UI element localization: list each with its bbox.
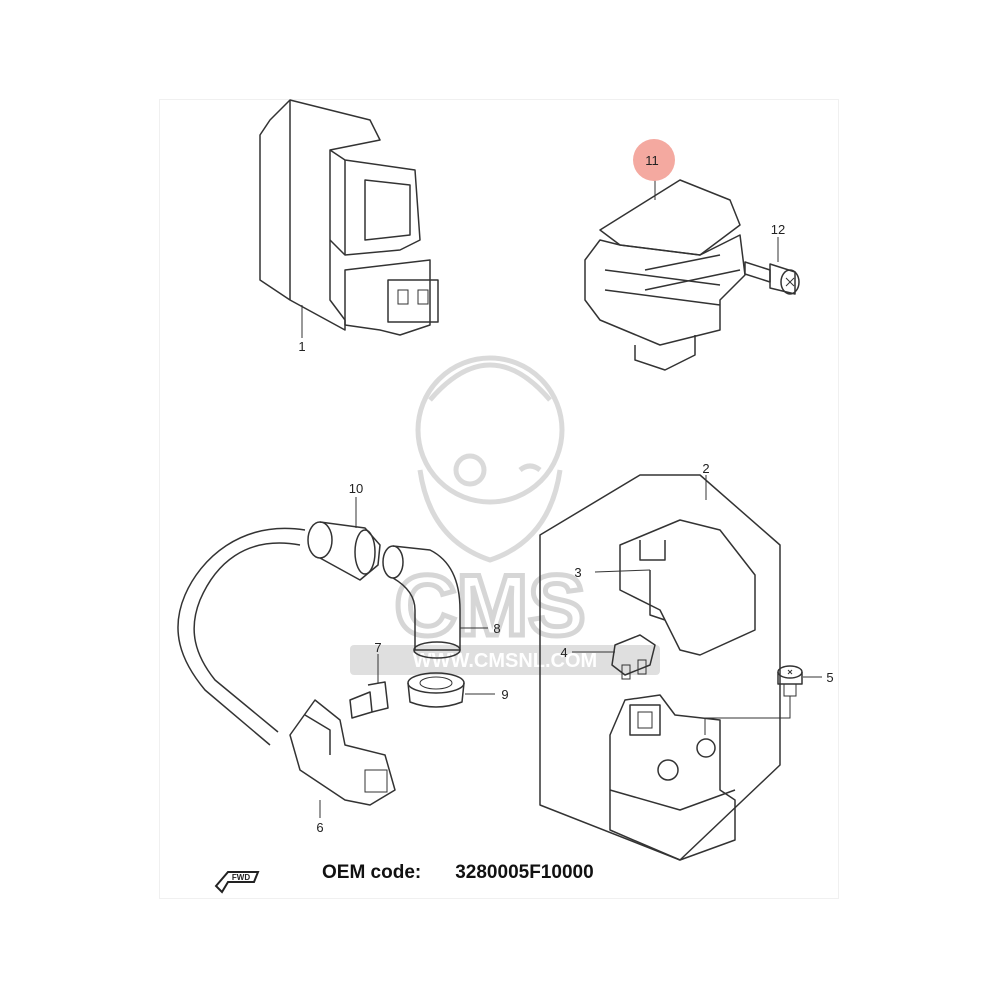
callout-12: 12 — [771, 222, 785, 237]
watermark-url: WWW.CMSNL.COM — [413, 650, 597, 672]
screw-5-part — [704, 665, 822, 735]
fwd-label: FWD — [232, 873, 250, 882]
callout-3: 3 — [574, 565, 581, 580]
oem-code-label: OEM code: — [322, 862, 422, 883]
oem-code-value: 3280005F10000 — [455, 862, 594, 883]
callout-10: 10 — [349, 481, 363, 496]
plug-cap-part — [307, 497, 381, 581]
fuse-part — [572, 634, 656, 680]
regulator-rectifier-part — [584, 178, 746, 371]
plug-boot-part — [382, 545, 488, 659]
watermark-text: CMS — [394, 558, 585, 654]
seal-ring-part — [407, 672, 495, 708]
callout-8: 8 — [493, 621, 500, 636]
cdi-unit-part — [259, 99, 439, 338]
callout-6: 6 — [316, 820, 323, 835]
callout-1: 1 — [298, 339, 305, 354]
callout-9: 9 — [501, 687, 508, 702]
starter-relay-assembly-frame — [539, 474, 781, 861]
bolt-12-part — [744, 237, 800, 295]
oem-code-line: OEM code: 3280005F10000 — [322, 862, 594, 884]
callout-11: 11 — [645, 153, 659, 168]
highlight-circle-11 — [633, 139, 675, 181]
callout-4: 4 — [560, 645, 567, 660]
starter-relay-part — [609, 694, 736, 861]
callout-2: 2 — [702, 461, 709, 476]
watermark-logo: CMS WWW.CMSNL.COM — [350, 355, 660, 675]
callout-7: 7 — [374, 640, 381, 655]
bolt-7-part — [349, 654, 389, 719]
fwd-arrow-icon: FWD — [214, 871, 260, 894]
relay-cover-part — [594, 519, 756, 656]
ignition-coil-part — [177, 527, 396, 818]
callout-5: 5 — [826, 670, 833, 685]
